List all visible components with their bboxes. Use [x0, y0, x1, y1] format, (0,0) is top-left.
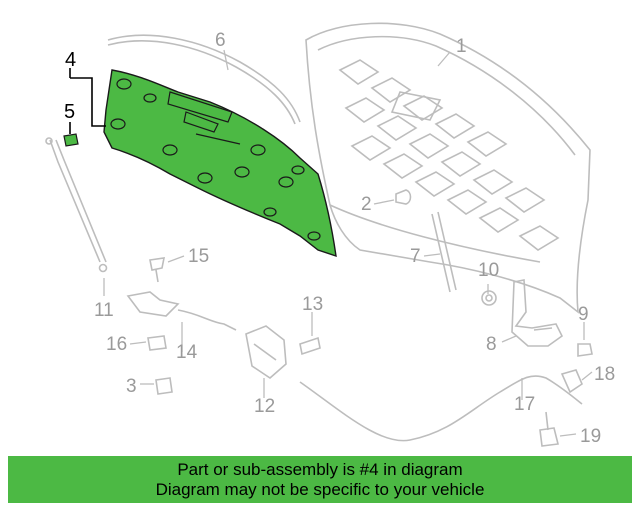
clip-part: [147, 335, 167, 351]
callout-labels: 1 6 4 5 2 7 10 15 11 13 9 8 16 14 3 18 1…: [64, 30, 615, 447]
hinge-bolt: [577, 343, 593, 357]
latch-bolt: [299, 336, 321, 356]
banner-line-1: Part or sub-assembly is #4 in diagram: [177, 459, 463, 479]
hood-panel: [305, 22, 591, 314]
hood-weatherstrip: [107, 34, 301, 125]
callout-6: 6: [215, 30, 226, 51]
leader-lines: [69, 49, 593, 437]
hood-hinge: [511, 279, 564, 347]
callout-1: 1: [456, 36, 467, 57]
callout-12: 12: [254, 396, 275, 417]
adjuster-bumper: [539, 411, 559, 447]
release-cable: [299, 375, 583, 442]
parts-diagram: 1 6 4 5 2 7 10 15 11 13 9 8 16 14 3 18 1…: [45, 22, 615, 447]
callout-19: 19: [580, 426, 601, 447]
callout-18: 18: [594, 364, 615, 385]
callout-10: 10: [478, 260, 499, 281]
hood-latch: [245, 325, 287, 380]
release-handle: [126, 291, 237, 331]
push-pin-fastener: [149, 257, 166, 283]
insulator-clip: [63, 133, 79, 147]
callout-4: 4: [65, 49, 76, 71]
info-banner: Part or sub-assembly is #4 in diagram Di…: [8, 456, 632, 503]
callout-13: 13: [302, 294, 323, 315]
bumper-stop: [155, 377, 173, 395]
callout-15: 15: [188, 246, 209, 267]
grommet: [481, 290, 497, 306]
prop-rod: [431, 211, 457, 293]
bumper-part: [395, 189, 412, 205]
hood-insulator: [103, 69, 337, 258]
callout-11: 11: [94, 300, 114, 321]
hood-support-strut: [45, 137, 108, 273]
hood-insulator-pad: [103, 69, 337, 258]
callout-8: 8: [486, 334, 497, 355]
callout-3: 3: [126, 376, 137, 397]
callout-2: 2: [361, 194, 372, 215]
callout-14: 14: [176, 342, 198, 363]
cable-clip: [560, 369, 583, 394]
banner-line-2: Diagram may not be specific to your vehi…: [155, 479, 485, 499]
callout-5: 5: [64, 101, 75, 123]
callout-7: 7: [410, 246, 421, 267]
callout-16: 16: [106, 334, 127, 355]
callout-9: 9: [578, 304, 589, 325]
callout-17: 17: [514, 394, 535, 415]
